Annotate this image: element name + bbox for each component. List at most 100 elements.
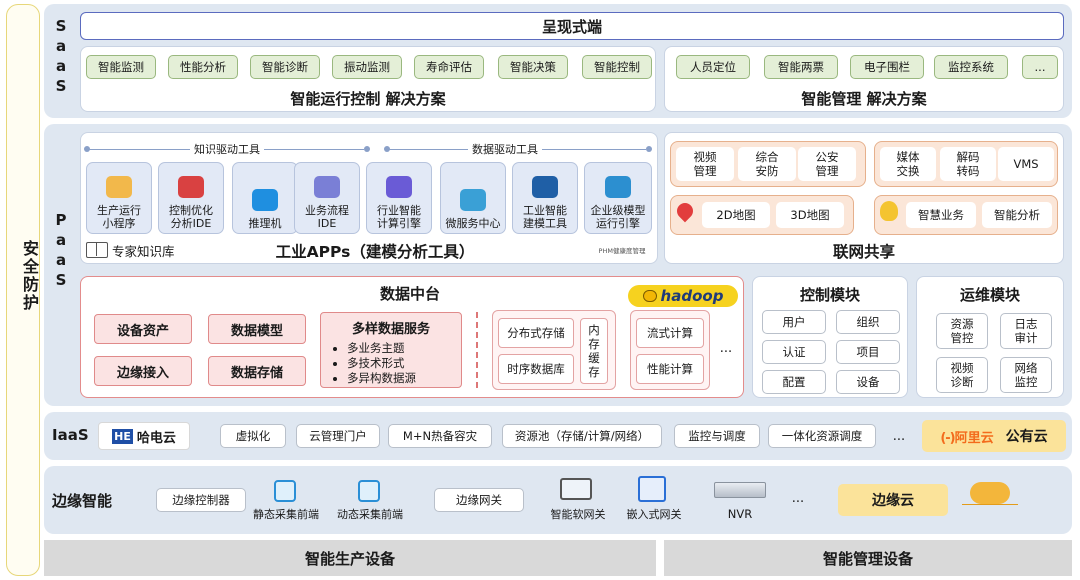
iaas-label: IaaS [52,426,89,444]
app-2[interactable]: 推理机 [232,162,298,234]
control-item-1[interactable]: 组织 [836,310,900,334]
app-label: 业务流程 IDE [305,204,349,230]
app-3[interactable]: 业务流程 IDE [294,162,360,234]
codec-item-1[interactable]: 解码 转码 [940,147,996,181]
production-devices: 智能生产设备 [44,540,656,576]
app-6[interactable]: 工业智能 建模工具 [512,162,578,234]
expert-kb[interactable]: 专家知识库 [86,240,175,260]
smart-item-1[interactable]: 智能分析 [982,202,1052,228]
cloud-network-icon [962,478,1018,514]
app-0[interactable]: 生产运行 小程序 [86,162,152,234]
saas-item-6[interactable]: 智能控制 [582,55,652,79]
app-label: 生产运行 小程序 [97,204,141,230]
saas-item-5[interactable]: 智能决策 [498,55,568,79]
data-platform-item-2[interactable]: 边缘接入 [94,356,192,386]
control-item-3[interactable]: 项目 [836,340,900,364]
ops-item-0[interactable]: 资源 管控 [936,313,988,349]
hadoop-logo: hadoop [628,285,738,307]
iaas-item-3[interactable]: 资源池（存储/计算/网络） [502,424,662,448]
public-cloud-box[interactable]: (-)阿里云 公有云 [922,420,1066,452]
app-7[interactable]: 企业级模型 运行引擎 [584,162,652,234]
saas-mgmt-item-3[interactable]: 监控系统 [934,55,1008,79]
edge-gateway[interactable]: 边缘网关 [434,488,524,512]
ops-module-title: 运维模块 [959,286,1020,304]
control-item-0[interactable]: 用户 [762,310,826,334]
video-item-2[interactable]: 公安 管理 [798,147,856,181]
security-bar [6,4,40,576]
edge-controller[interactable]: 边缘控制器 [156,488,246,512]
edge-ellipsis: ... [791,490,805,506]
saas-item-2[interactable]: 智能诊断 [250,55,320,79]
data-services-box: 多样数据服务 多业务主题多技术形式多异构数据源 [320,312,462,388]
control-item-5[interactable]: 设备 [836,370,900,394]
video-item-0[interactable]: 视频 管理 [676,147,734,181]
elephant-icon [642,290,657,302]
iaas-item-2[interactable]: M+N热备容灾 [388,424,492,448]
codec-item-0[interactable]: 媒体 交换 [880,147,936,181]
memory-cache[interactable]: 内 存 缓 存 [580,318,608,384]
hadian-cloud-logo[interactable]: HE 哈电云 [98,422,190,450]
app-1[interactable]: 控制优化 分析IDE [158,162,224,234]
hex-c-icon [532,176,558,198]
brain-icon [386,176,412,198]
storage-item-0[interactable]: 分布式存储 [498,318,574,348]
ops-item-1[interactable]: 日志 审计 [1000,313,1052,349]
app-label: 微服务中心 [445,217,501,230]
data-service-item: 多业务主题 [347,341,461,356]
static-front-icon [274,480,296,502]
microservice-icon [460,189,486,211]
compute-item-1[interactable]: 性能计算 [636,354,704,384]
saas-mgmt-item-2[interactable]: 电子围栏 [850,55,924,79]
data-service-item: 多技术形式 [347,356,461,371]
embedded-gateway-label: 嵌入式网关 [626,508,682,521]
saas-item-1[interactable]: 性能分析 [168,55,238,79]
embedded-gateway-icon [638,476,666,502]
data-platform-item-3[interactable]: 数据存储 [208,356,306,386]
app-4[interactable]: 行业智能 计算引擎 [366,162,432,234]
app-label: 行业智能 计算引擎 [377,204,421,230]
industrial-apps-title: 工业APPs（建模分析工具） [275,243,475,261]
control-item-2[interactable]: 认证 [762,340,826,364]
data-services-title: 多样数据服务 [351,322,430,337]
iaas-item-5[interactable]: 一体化资源调度 [768,424,876,448]
saas-mgmt-item-4[interactable]: ... [1022,55,1058,79]
edge-cloud-box[interactable]: 边缘云 [838,484,948,516]
app-5[interactable]: 微服务中心 [440,162,506,234]
iaas-item-1[interactable]: 云管理门户 [296,424,380,448]
ops-item-3[interactable]: 网络 监控 [1000,357,1052,393]
app-label: 企业级模型 运行引擎 [590,204,646,230]
flow-icon [314,176,340,198]
he-logo-icon: HE [112,428,133,444]
smart-item-0[interactable]: 智慧业务 [906,202,976,228]
saas-item-0[interactable]: 智能监测 [86,55,156,79]
saas-mgmt-item-1[interactable]: 智能两票 [764,55,838,79]
storage-item-1[interactable]: 时序数据库 [498,354,574,384]
map-item-0[interactable]: 2D地图 [702,202,770,228]
book-icon [86,242,108,258]
iaas-item-0[interactable]: 虚拟化 [220,424,286,448]
control-module-title: 控制模块 [799,286,860,304]
codec-item-2[interactable]: VMS [998,147,1054,181]
data-platform-item-0[interactable]: 设备资产 [94,314,192,344]
ops-item-2[interactable]: 视频 诊断 [936,357,988,393]
video-item-1[interactable]: 综合 安防 [738,147,796,181]
compute-item-0[interactable]: 流式计算 [636,318,704,348]
static-front-label: 静态采集前端 [253,508,319,521]
data-service-item: 多异构数据源 [347,371,461,386]
saas-right-title: 智能管理 解决方案 [801,90,927,108]
iaas-item-4[interactable]: 监控与调度 [674,424,760,448]
security-label: 安全防护 [20,240,39,312]
saas-item-4[interactable]: 寿命评估 [414,55,484,79]
data-platform-item-1[interactable]: 数据模型 [208,314,306,344]
aliyun-logo-icon: (-)阿里云 [940,430,994,446]
phm-logo: PHM健康度管理 [598,247,646,255]
presentation-bar: 呈现式端 [80,12,1064,40]
map-item-1[interactable]: 3D地图 [776,202,844,228]
saas-mgmt-item-0[interactable]: 人员定位 [676,55,750,79]
data-platform-title: 数据中台 [379,285,440,303]
saas-item-3[interactable]: 振动监测 [332,55,402,79]
control-item-4[interactable]: 配置 [762,370,826,394]
edge-label: 边缘智能 [52,492,113,510]
